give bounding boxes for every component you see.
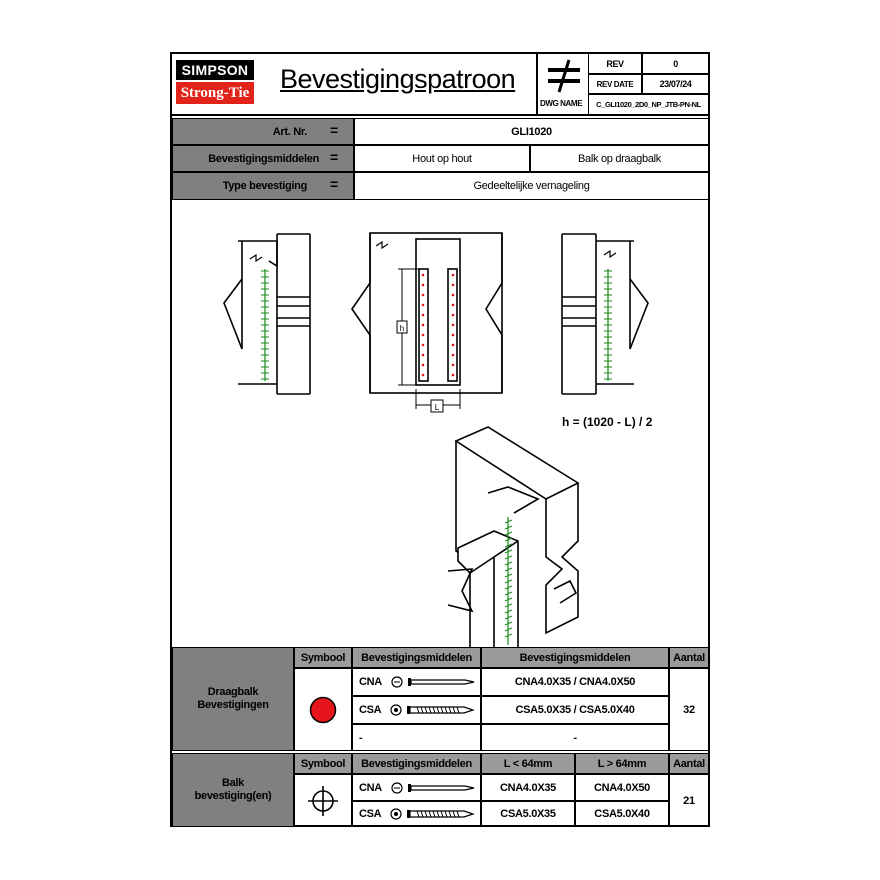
nail-mark xyxy=(504,621,513,626)
nail-icon xyxy=(391,676,475,688)
draagbalk-count-header: Aantal xyxy=(669,647,708,668)
nail-mark xyxy=(504,627,513,632)
balk-row-1-code-text: CNA xyxy=(359,781,382,794)
draagbalk-row-1-code: CNA xyxy=(352,668,481,696)
rev-label: REV xyxy=(588,54,642,74)
hout-op-hout: Hout op hout xyxy=(354,145,530,172)
draagbalk-symbol-header: Symbool xyxy=(294,647,352,668)
nail-mark xyxy=(504,603,513,608)
draagbalk-row-2-code-text: CSA xyxy=(359,704,382,716)
formula-text: h = (1020 - L) / 2 xyxy=(562,415,653,429)
balk-means-header: Bevestigingsmiddelen xyxy=(352,753,481,774)
nail-mark xyxy=(504,573,513,578)
rev-value: 0 xyxy=(642,54,708,74)
art-nr-label: Art. Nr. xyxy=(172,118,354,145)
nail-mark xyxy=(504,537,513,542)
nail-mark xyxy=(504,567,513,572)
balk-count: 21 xyxy=(669,774,708,827)
crosshair-icon xyxy=(308,785,338,816)
nail-mark xyxy=(504,579,513,584)
balk-row-2-code: CSA xyxy=(352,801,481,827)
nail-mark xyxy=(504,633,513,638)
draagbalk-means-header-2: Bevestigingsmiddelen xyxy=(481,647,669,668)
dim-h-label: h xyxy=(400,324,404,333)
balk-symbol-header: Symbool xyxy=(294,753,352,774)
nail-mark xyxy=(504,555,513,560)
not-equal-icon xyxy=(548,59,580,93)
type-bevestiging-equals: = xyxy=(330,176,339,192)
balk-row-2-lt: CSA5.0X35 xyxy=(481,801,575,827)
nail-mark xyxy=(504,549,513,554)
bevestigingsmiddelen-label: Bevestigingsmiddelen xyxy=(172,145,354,172)
screw-icon xyxy=(390,808,476,820)
dim-l-label: L xyxy=(435,403,440,412)
simpson-logo: SIMPSON xyxy=(176,60,254,80)
art-nr-value: GLI1020 xyxy=(354,118,708,145)
rev-date-value: 23/07/24 xyxy=(642,74,708,94)
nail-mark xyxy=(504,543,513,548)
nail-mark xyxy=(504,561,513,566)
balk-op-draagbalk: Balk op draagbalk xyxy=(530,145,708,172)
nail-icon xyxy=(391,781,475,794)
type-bevestiging-value: Gedeeltelijke vernageling xyxy=(354,172,708,200)
dwg-name-value: C_GLI1020_2D0_NP_JTB-PN-NL xyxy=(588,94,708,114)
red-dot-icon xyxy=(309,696,337,723)
dwg-name-label: DWG NAME xyxy=(540,99,583,108)
balk-row-2-gt: CSA5.0X40 xyxy=(575,801,669,827)
draagbalk-count: 32 xyxy=(669,668,708,751)
draagbalk-label-1: Draagbalk xyxy=(207,686,259,698)
rev-date-label: REV DATE xyxy=(588,74,642,94)
draagbalk-row-2-value: CSA5.0X35 / CSA5.0X40 xyxy=(481,696,669,724)
strong-tie-logo: Strong-Tie xyxy=(176,82,254,104)
nail-mark xyxy=(504,615,513,620)
balk-label-block: Balk bevestiging(en) xyxy=(172,753,294,827)
nail-mark xyxy=(504,525,513,530)
balk-count-header: Aantal xyxy=(669,753,708,774)
draagbalk-row-3-value: - xyxy=(481,724,669,751)
draagbalk-row-3-code: - xyxy=(352,724,481,751)
drawing-sheet: SIMPSON Strong-Tie Bevestigingspatroon D… xyxy=(170,52,710,827)
nail-mark xyxy=(504,519,513,524)
balk-row-2-code-text: CSA xyxy=(359,808,382,820)
nail-mark xyxy=(504,531,513,536)
page-title: Bevestigingspatroon xyxy=(280,64,516,94)
balk-row-1-gt: CNA4.0X50 xyxy=(575,774,669,801)
balk-row-1-code: CNA xyxy=(352,774,481,801)
balk-col-lt-header: L < 64mm xyxy=(481,753,575,774)
draagbalk-symbol-cell xyxy=(294,668,352,751)
nail-mark xyxy=(504,591,513,596)
draagbalk-means-header: Bevestigingsmiddelen xyxy=(352,647,481,668)
draagbalk-row-2-code: CSA xyxy=(352,696,481,724)
not-equal-symbol-box: DWG NAME xyxy=(536,54,588,114)
draagbalk-label-2: Bevestigingen xyxy=(197,699,269,711)
nail-mark xyxy=(504,585,513,590)
balk-col-gt-header: L > 64mm xyxy=(575,753,669,774)
type-bevestiging-label: Type bevestiging xyxy=(172,172,354,200)
art-nr-equals: = xyxy=(330,122,339,138)
screw-icon xyxy=(390,704,476,716)
draagbalk-row-1-code-text: CNA xyxy=(359,676,382,688)
balk-symbol-cell xyxy=(294,774,352,827)
draagbalk-row-1-value: CNA4.0X35 / CNA4.0X50 xyxy=(481,668,669,696)
balk-row-1-lt: CNA4.0X35 xyxy=(481,774,575,801)
nail-mark xyxy=(504,609,513,614)
balk-label-2: bevestiging(en) xyxy=(194,790,272,802)
nail-mark xyxy=(504,597,513,602)
draagbalk-label-block: Draagbalk Bevestigingen xyxy=(172,647,294,751)
balk-label-1: Balk xyxy=(221,777,245,789)
title-block: SIMPSON Strong-Tie Bevestigingspatroon D… xyxy=(172,54,708,116)
bevestigingsmiddelen-equals: = xyxy=(330,149,339,165)
technical-drawing: h L h = (1020 - L) / 2 xyxy=(223,232,653,647)
